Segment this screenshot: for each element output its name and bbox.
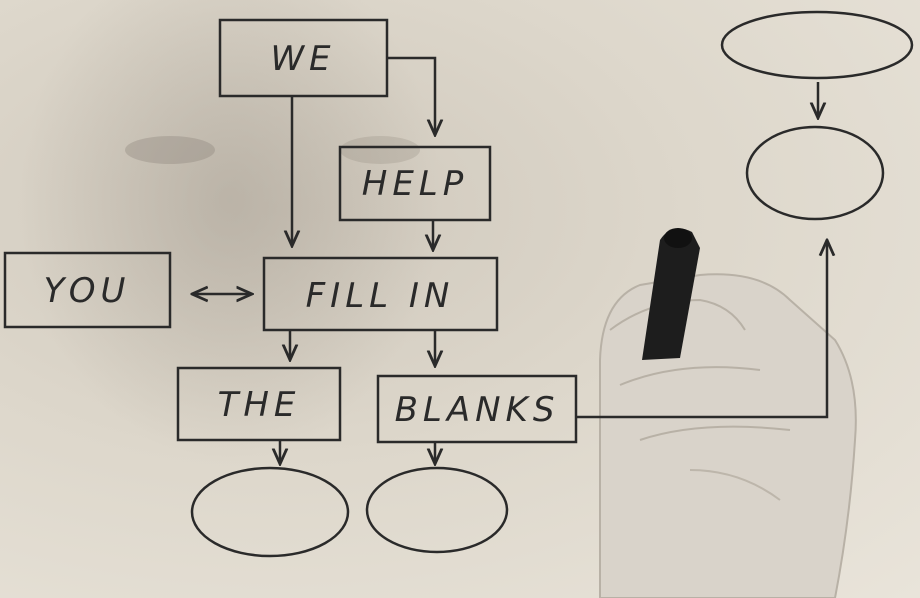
background-face [20, 0, 440, 460]
background-eye-right [340, 136, 420, 164]
background-eye-left [125, 136, 215, 164]
box-blanks [376, 374, 578, 444]
label-the: THE [218, 385, 301, 425]
blank-oval-top [720, 10, 914, 80]
label-blanks: BLANKS [395, 390, 560, 430]
hand-with-marker [599, 228, 857, 598]
arrow-blanks-to-middle-oval [576, 240, 827, 419]
label-fill-in: FILL IN [306, 276, 455, 316]
box-the [176, 366, 342, 442]
label-we: WE [270, 39, 335, 79]
blank-oval-bottom-right [365, 466, 509, 554]
label-you: YOU [44, 271, 131, 311]
box-fill-in [262, 256, 499, 332]
box-you [3, 251, 172, 329]
blank-oval-middle [745, 125, 885, 221]
arrow-we-to-help [387, 56, 435, 135]
box-help [338, 145, 492, 222]
blank-oval-bottom-left [190, 466, 350, 558]
label-help: HELP [362, 164, 469, 204]
